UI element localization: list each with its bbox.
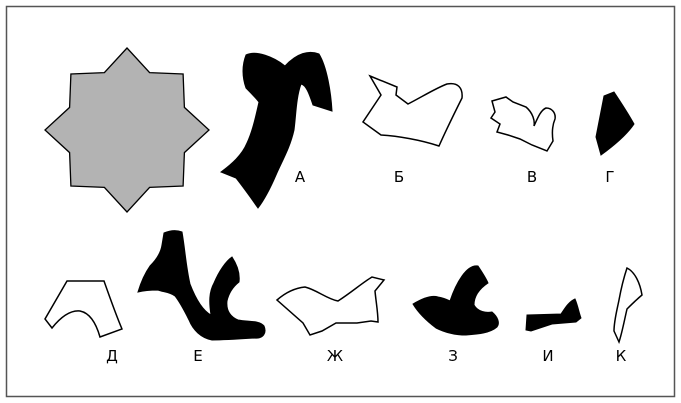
label-z: З: [448, 347, 458, 365]
eight-point-star: [44, 47, 210, 213]
piece-b: [361, 74, 463, 147]
piece-zh: [275, 276, 386, 336]
label-zh: Ж: [327, 347, 343, 365]
label-i: И: [542, 347, 553, 365]
piece-a: [219, 51, 333, 209]
label-k: К: [616, 347, 627, 365]
piece-v: [489, 96, 556, 152]
piece-g: [595, 91, 635, 156]
label-e: Е: [193, 347, 202, 365]
label-a: А: [295, 168, 306, 186]
label-v: В: [527, 168, 537, 186]
label-d: Д: [106, 347, 118, 365]
piece-z: [412, 265, 499, 336]
piece-i: [525, 298, 582, 332]
figure-frame: [5, 5, 676, 398]
piece-d: [44, 280, 124, 338]
label-b: Б: [394, 168, 404, 186]
piece-k: [613, 266, 643, 345]
label-g: Г: [605, 168, 614, 186]
piece-e: [137, 230, 266, 341]
